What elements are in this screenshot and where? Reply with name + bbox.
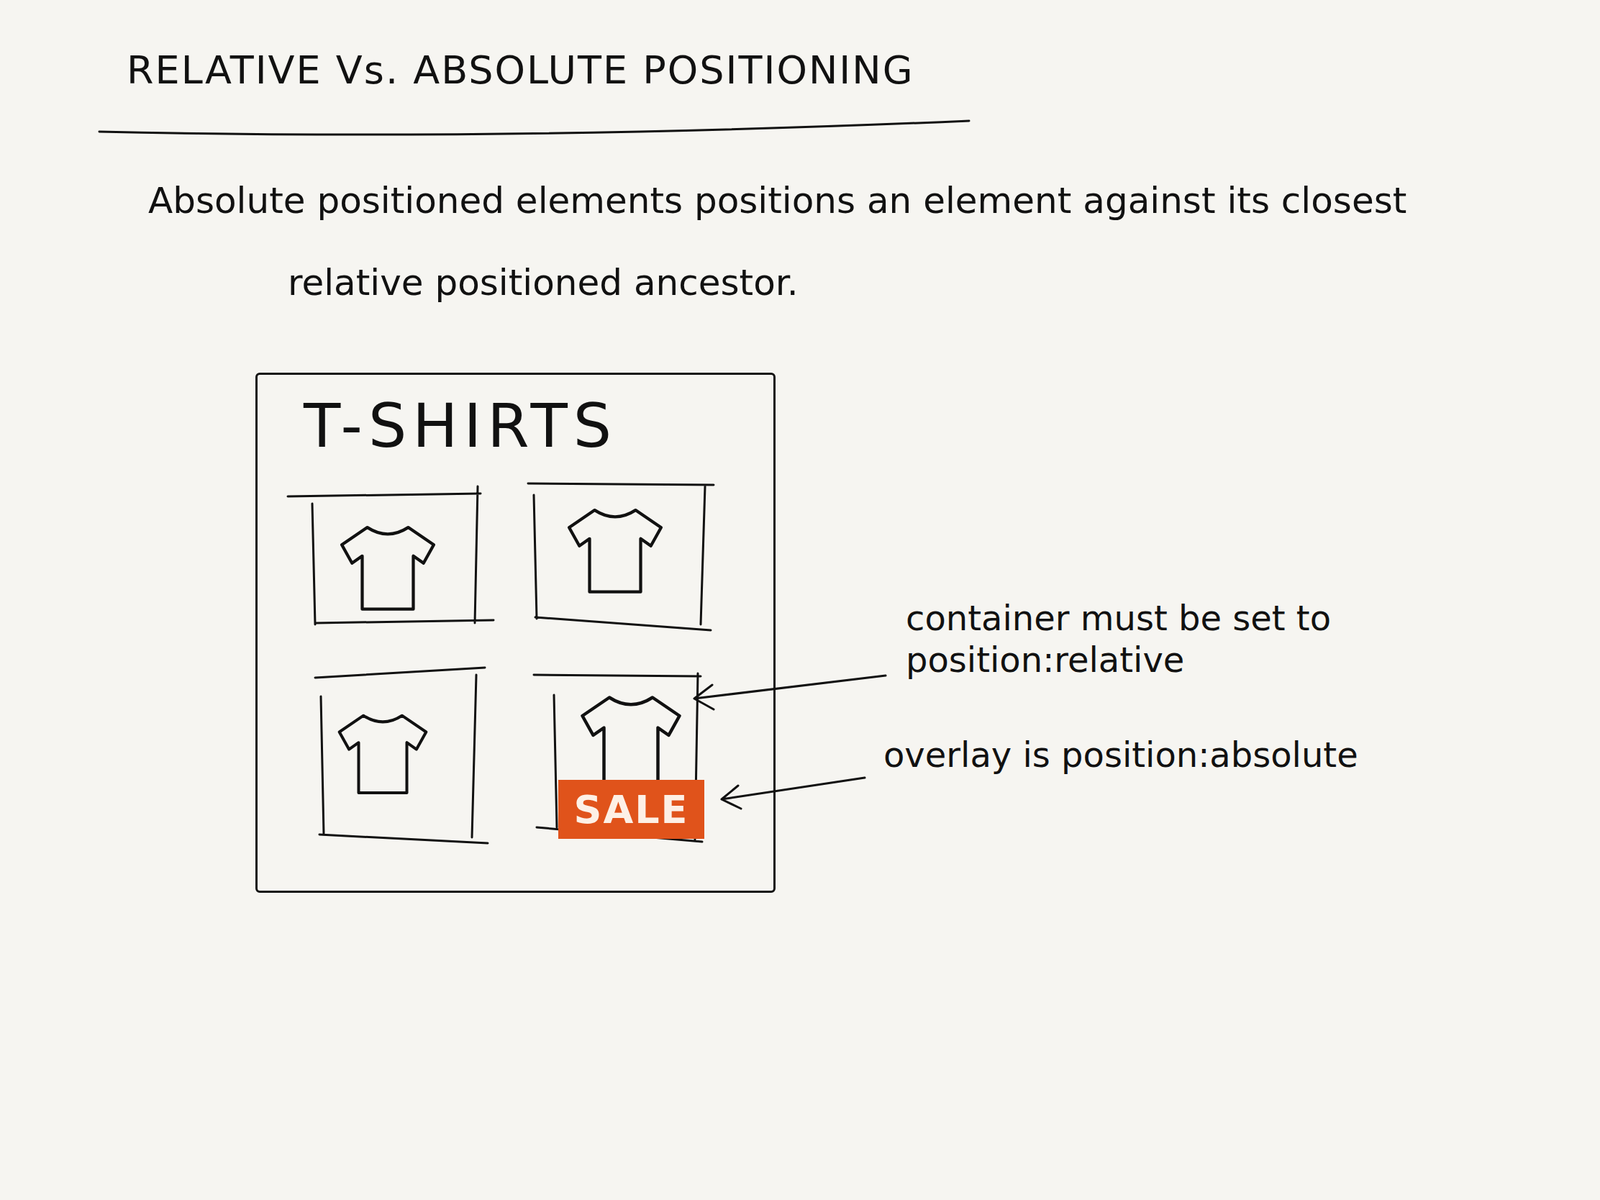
overlay-label: SALE <box>574 787 690 833</box>
leader-arrow <box>694 675 886 710</box>
sale-overlay: SALE <box>558 779 705 839</box>
tshirt-drawing <box>339 715 427 793</box>
description-text: Absolute positioned elements positions a… <box>148 159 1516 324</box>
page-title: RELATIVE Vs. ABSOLUTE POSITIONING <box>126 47 915 93</box>
product-card <box>315 667 488 844</box>
annotation-note: container must be set to position:relati… <box>905 597 1367 681</box>
tshirt-drawing <box>582 697 680 785</box>
product-card <box>287 486 494 625</box>
container-heading: T-SHIRTS <box>257 374 774 462</box>
product-card <box>528 483 714 631</box>
leader-arrow <box>721 777 865 809</box>
tshirt-drawing <box>341 527 434 610</box>
annotation-note: overlay is position:absolute <box>883 733 1589 776</box>
tshirt-drawing <box>569 510 662 593</box>
title-underline <box>99 120 970 135</box>
container-box: T-SHIRTS SALE <box>255 372 776 893</box>
